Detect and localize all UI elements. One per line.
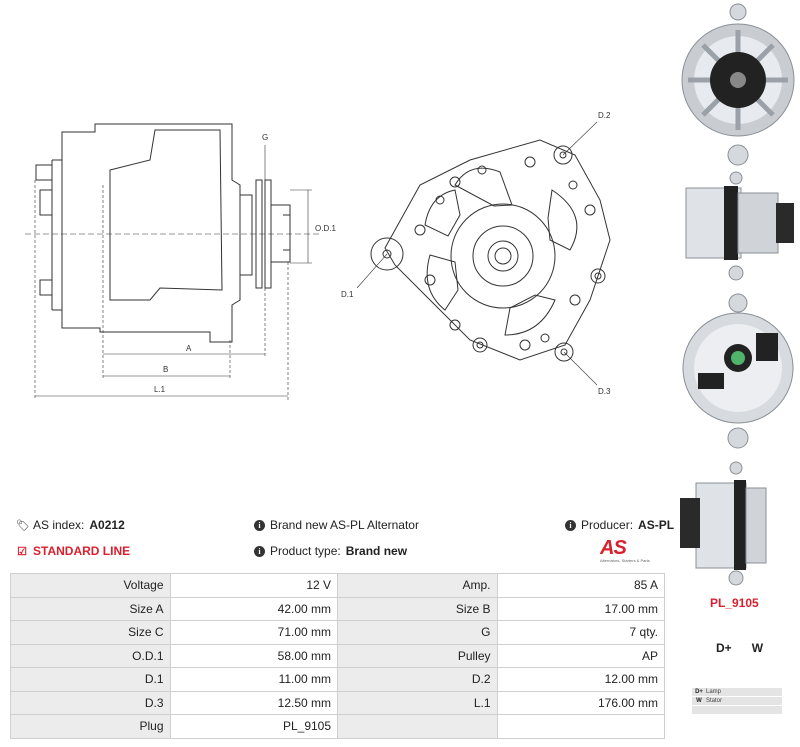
spec-value: 17.00 mm: [496, 596, 666, 621]
as-index: 🏷︎ AS index: A0212: [16, 518, 125, 532]
as-pl-logo: AS Alternators, Starters & Parts: [600, 537, 666, 567]
brand-text: Brand new AS-PL Alternator: [270, 518, 419, 532]
legend-pin: W: [696, 698, 702, 704]
spec-value: 176.00 mm: [496, 690, 666, 715]
spec-value: 85 A: [496, 573, 666, 598]
legend-row: W Stator: [692, 697, 782, 705]
spec-label: Pulley: [337, 643, 498, 668]
spec-label: Size C: [10, 620, 171, 645]
alternator-front-photo: [681, 3, 795, 166]
spec-label: O.D.1: [10, 643, 171, 668]
spec-value: 12 V: [169, 573, 339, 598]
legend-row-empty: [692, 706, 782, 714]
alternator-back-photo: [682, 293, 794, 449]
brand-info: i Brand new AS-PL Alternator: [254, 518, 419, 532]
spec-label: Plug: [10, 714, 171, 739]
label-d2: D.2: [598, 111, 611, 120]
spec-label: [337, 714, 498, 739]
spec-label: G: [337, 620, 498, 645]
spec-label: Size B: [337, 596, 498, 621]
spec-label: Size A: [10, 596, 171, 621]
producer: i Producer: AS-PL: [565, 518, 674, 532]
label-b: B: [163, 365, 168, 374]
product-type: i Product type: Brand new: [254, 544, 407, 558]
info-icon: i: [254, 519, 265, 531]
spec-label: Voltage: [10, 573, 171, 598]
producer-label: Producer:: [581, 518, 634, 532]
check-icon: ☑: [17, 545, 27, 558]
tag-icon: 🏷︎: [16, 519, 30, 532]
spec-value: 11.00 mm: [169, 667, 339, 692]
as-index-label: AS index:: [33, 518, 85, 532]
spec-label: D.1: [10, 667, 171, 692]
spec-label: L.1: [337, 690, 498, 715]
terminal-d-plus: D+: [716, 641, 732, 655]
label-d3: D.3: [598, 387, 611, 396]
label-l1: L.1: [154, 385, 166, 394]
side-view: [25, 123, 320, 400]
spec-label: D.2: [337, 667, 498, 692]
plug-terminals: D+ W: [716, 641, 763, 655]
alternator-side-photo: [685, 171, 794, 281]
alternator-side-photo-2: [680, 461, 767, 586]
label-a: A: [186, 344, 192, 353]
label-g: G: [262, 133, 268, 142]
legend-pin: D+: [695, 689, 703, 695]
label-d1: D.1: [341, 290, 354, 299]
product-type-label: Product type:: [270, 544, 341, 558]
plug-code: PL_9105: [710, 596, 759, 610]
spec-value: 7 qty.: [496, 620, 666, 645]
spec-value: 58.00 mm: [169, 643, 339, 668]
terminal-w: W: [751, 641, 764, 655]
standard-line: ☑ STANDARD LINE: [16, 544, 130, 558]
logo-tagline: Alternators, Starters & Parts: [600, 558, 650, 563]
spec-value: PL_9105: [169, 714, 339, 739]
spec-label: D.3: [10, 690, 171, 715]
info-icon: i: [565, 519, 576, 531]
legend-row: D+ Lamp: [692, 688, 782, 696]
producer-value: AS-PL: [638, 518, 675, 532]
legend-desc: Lamp: [706, 689, 722, 695]
spec-value: 12.50 mm: [169, 690, 339, 715]
spec-label: Amp.: [337, 573, 498, 598]
front-view: [356, 121, 611, 386]
technical-drawing: G O.D.1 A B L.1: [25, 111, 611, 400]
spec-value: 71.00 mm: [169, 620, 339, 645]
legend-desc: Stator: [706, 698, 723, 704]
as-index-value: A0212: [89, 518, 125, 532]
spec-value: [496, 714, 666, 739]
logo-mark: AS: [600, 537, 627, 559]
standard-line-label: STANDARD LINE: [33, 544, 131, 558]
spec-value: 42.00 mm: [169, 596, 339, 621]
spec-value: AP: [496, 643, 666, 668]
spec-value: 12.00 mm: [496, 667, 666, 692]
label-od1: O.D.1: [315, 224, 336, 233]
product-type-value: Brand new: [345, 544, 408, 558]
info-icon: i: [254, 545, 265, 557]
